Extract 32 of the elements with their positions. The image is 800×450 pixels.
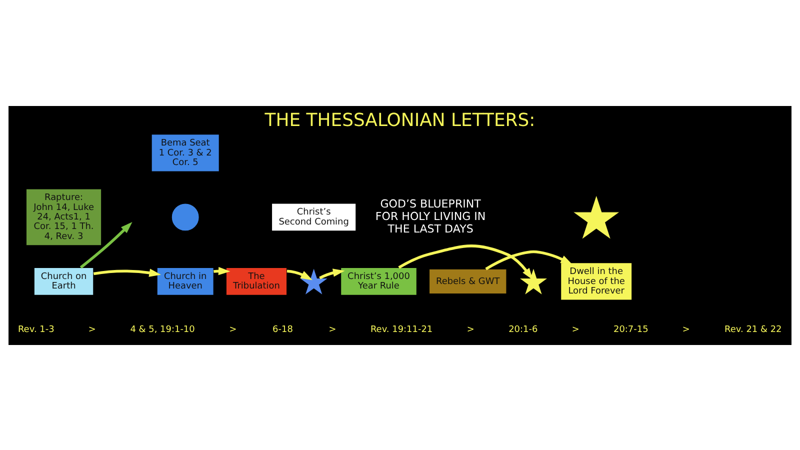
node-box: Christ’s 1,000 Year Rule xyxy=(340,266,418,296)
node-box: Rapture: John 14, Luke 24, Acts1, 1 Cor. 15, 1 Th. 4, Rev. 3 xyxy=(26,188,102,246)
node-circle xyxy=(171,202,200,231)
node-box: Church in Heaven xyxy=(156,266,214,296)
node-box: Rebels & GWT xyxy=(428,268,507,294)
node-star xyxy=(572,193,622,240)
label: Rev. 21 & 22 xyxy=(724,324,782,335)
arrow xyxy=(93,268,162,276)
label: Rev. 1-3 xyxy=(18,324,54,335)
node-box: Christ’s Second Coming xyxy=(271,202,356,231)
label: 4 & 5, 19:1-10 xyxy=(130,324,195,335)
arrow xyxy=(485,250,572,270)
label: 20:1-6 xyxy=(508,324,538,335)
arrow xyxy=(398,244,533,280)
node-box: Church on Earth xyxy=(34,266,94,296)
label: 6-18 xyxy=(272,324,293,335)
label: GOD’S BLUEPRINT FOR HOLY LIVING IN THE LAST DAYS xyxy=(375,196,486,235)
node-box: Dwell in the House of the Lord Forever xyxy=(560,262,632,300)
label: > xyxy=(328,324,336,335)
node-box: Bema Seat 1 Cor. 3 & 2 Cor. 5 xyxy=(151,133,220,172)
label: > xyxy=(466,324,474,335)
label: > xyxy=(88,324,96,335)
diagram-title: THE THESSALONIAN LETTERS: xyxy=(264,109,536,130)
node-box: The Tribulation xyxy=(226,266,288,296)
label: > xyxy=(682,324,690,335)
label: 20:7-15 xyxy=(613,324,648,335)
label: > xyxy=(572,324,580,335)
arrow xyxy=(286,269,312,280)
label: Rev. 19:11-21 xyxy=(370,324,433,335)
arrow xyxy=(319,268,345,279)
arrow xyxy=(80,221,132,268)
label: > xyxy=(229,324,237,335)
